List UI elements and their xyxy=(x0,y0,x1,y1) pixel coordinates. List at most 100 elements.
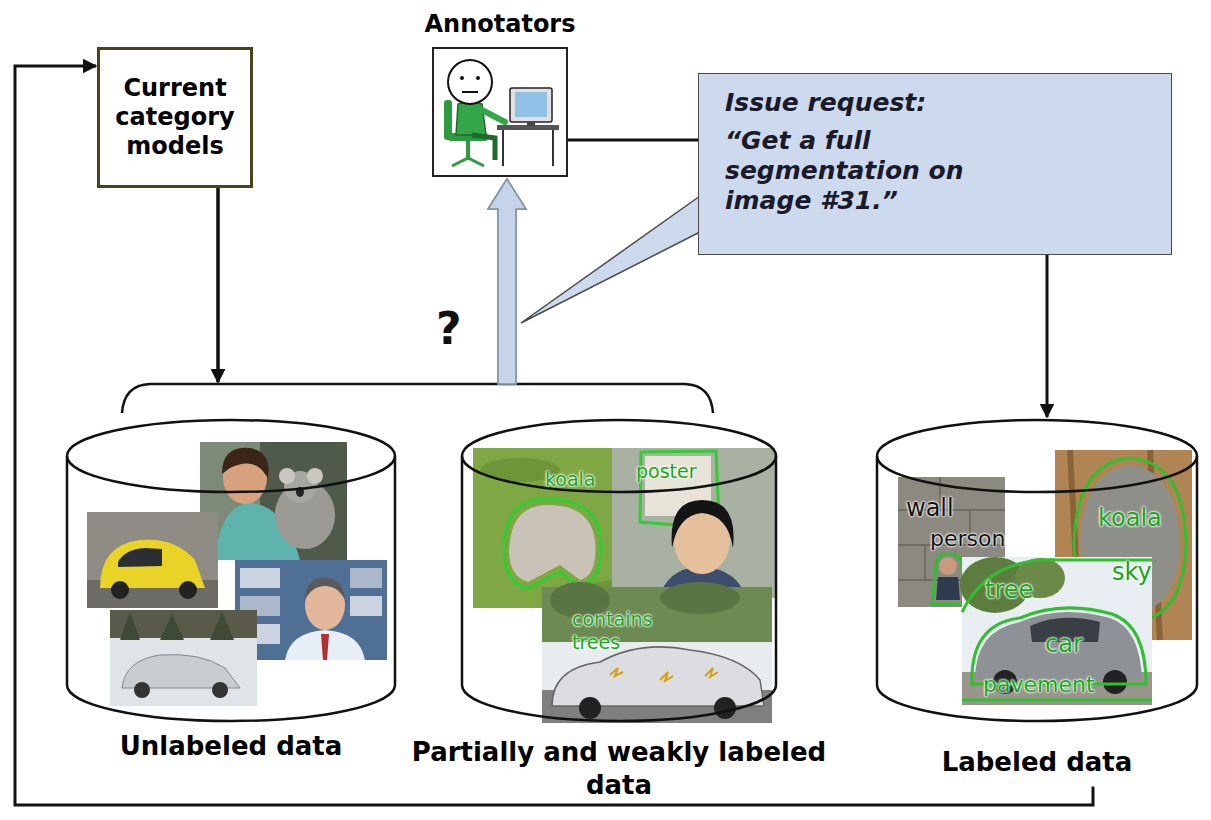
annotator-box: Annotators xyxy=(380,4,620,178)
region-label: poster xyxy=(636,460,697,483)
photo-silver-car xyxy=(134,682,150,698)
node-text: Issue request: xyxy=(725,88,1151,118)
label-slot: poster xyxy=(636,460,697,483)
region-label: sky xyxy=(1112,558,1152,587)
photo-koala-grass xyxy=(509,505,595,582)
node-text: Partially and weakly labeled data xyxy=(409,736,829,801)
photo-silver-car xyxy=(110,610,257,706)
cylinder-body xyxy=(877,456,1197,721)
photo-car-scene xyxy=(1103,670,1127,694)
photo-car-trees xyxy=(552,647,764,706)
cylinder-outline xyxy=(65,418,397,723)
annotator-frame xyxy=(432,47,568,177)
region-label: car xyxy=(1045,630,1083,659)
photo-yellow-car xyxy=(87,512,218,608)
node-text: “Get a full segmentation on image #31.” xyxy=(725,126,1025,216)
photo-man-shelves xyxy=(321,634,329,660)
query-arrow xyxy=(488,179,526,384)
cylinder-top xyxy=(462,420,776,492)
photo-car-trees xyxy=(705,668,718,677)
region-label: tree xyxy=(985,576,1033,605)
annotator-figure xyxy=(448,60,492,104)
label-slot: koala xyxy=(1098,504,1162,533)
region-label: contains trees xyxy=(572,608,682,654)
flow-arrow xyxy=(217,188,220,382)
photo-wall-person xyxy=(939,557,957,575)
region-label: wall xyxy=(906,494,954,523)
photo-woman-koala xyxy=(200,442,347,560)
data-store: Labeled data xyxy=(875,418,1199,779)
annotator-figure xyxy=(444,60,559,166)
photo-car-scene xyxy=(962,699,1152,702)
label-slot: ? xyxy=(436,303,462,356)
photo-silver-car xyxy=(212,682,228,698)
annotator-figure xyxy=(452,158,484,166)
photo-car-trees xyxy=(579,697,601,719)
photo-yellow-car xyxy=(111,581,129,599)
annotator-figure xyxy=(476,76,480,80)
label-slot: car xyxy=(1045,630,1083,659)
callout-tail xyxy=(521,196,700,323)
node-text: Current category models xyxy=(108,74,242,160)
label-slot: contains trees xyxy=(572,608,682,654)
region-label: person xyxy=(930,526,1005,552)
annotator-figure xyxy=(462,91,478,93)
annotator-figure xyxy=(527,122,535,126)
annotator-figure xyxy=(510,88,552,122)
photo-yellow-car xyxy=(118,548,162,567)
region-label: koala xyxy=(545,468,596,491)
node-text: Annotators xyxy=(380,4,620,39)
photo-man-shelves xyxy=(235,560,387,660)
label-slot: wall xyxy=(906,494,954,523)
node-text: Unlabeled data xyxy=(21,730,441,763)
query-arrow xyxy=(488,179,526,384)
data-store: Unlabeled data xyxy=(65,418,397,763)
photo-silver-car xyxy=(120,612,234,640)
annotator-figure xyxy=(552,130,554,166)
photo-man-shelves xyxy=(350,568,382,588)
photo-car-scene xyxy=(962,557,1152,705)
flow-arrow xyxy=(217,188,220,382)
photo-yellow-car xyxy=(87,512,218,608)
photo-man-shelves xyxy=(285,630,365,660)
label-slot: tree xyxy=(985,576,1033,605)
request-callout: Issue request: “Get a full segmentation o… xyxy=(698,73,1172,255)
photo-car-trees xyxy=(660,582,740,614)
annotator-figure xyxy=(460,76,464,80)
group-bracket xyxy=(122,384,713,413)
photo-woman-poster xyxy=(672,500,734,548)
cylinder-outline xyxy=(460,418,778,723)
photo-woman-koala xyxy=(222,448,269,478)
label-slot: koala xyxy=(545,468,596,491)
annotator-figure xyxy=(502,130,504,166)
annotator-figure xyxy=(482,110,505,122)
annotator-figure xyxy=(472,135,495,160)
photo-man-shelves xyxy=(235,560,387,660)
photo-woman-poster xyxy=(612,448,775,598)
photo-man-shelves xyxy=(305,578,345,600)
callout-tail xyxy=(521,196,700,323)
label-slot: person xyxy=(930,526,1005,552)
photo-silver-car xyxy=(110,610,257,706)
photo-wall-person xyxy=(932,554,964,604)
photo-woman-koala xyxy=(279,468,295,484)
question-mark: ? xyxy=(436,303,462,356)
region-label: pavement xyxy=(983,672,1095,698)
photo-wall-person xyxy=(936,577,960,600)
photo-woman-poster xyxy=(612,448,775,598)
photo-yellow-car xyxy=(179,581,197,599)
model-box: Current category models xyxy=(97,47,253,188)
cylinder-top xyxy=(877,420,1197,492)
label-slot: sky xyxy=(1112,558,1152,587)
photo-car-scene xyxy=(960,557,1152,705)
annotator-figure xyxy=(456,102,486,135)
cylinder-body xyxy=(462,456,776,721)
label-slot: pavement xyxy=(983,672,1095,698)
photo-woman-koala xyxy=(307,468,323,484)
photo-yellow-car xyxy=(100,540,205,588)
photo-koala-grass xyxy=(504,499,601,589)
group-bracket xyxy=(122,384,713,413)
node-text: Labeled data xyxy=(827,746,1211,779)
photo-car-trees xyxy=(610,668,623,676)
